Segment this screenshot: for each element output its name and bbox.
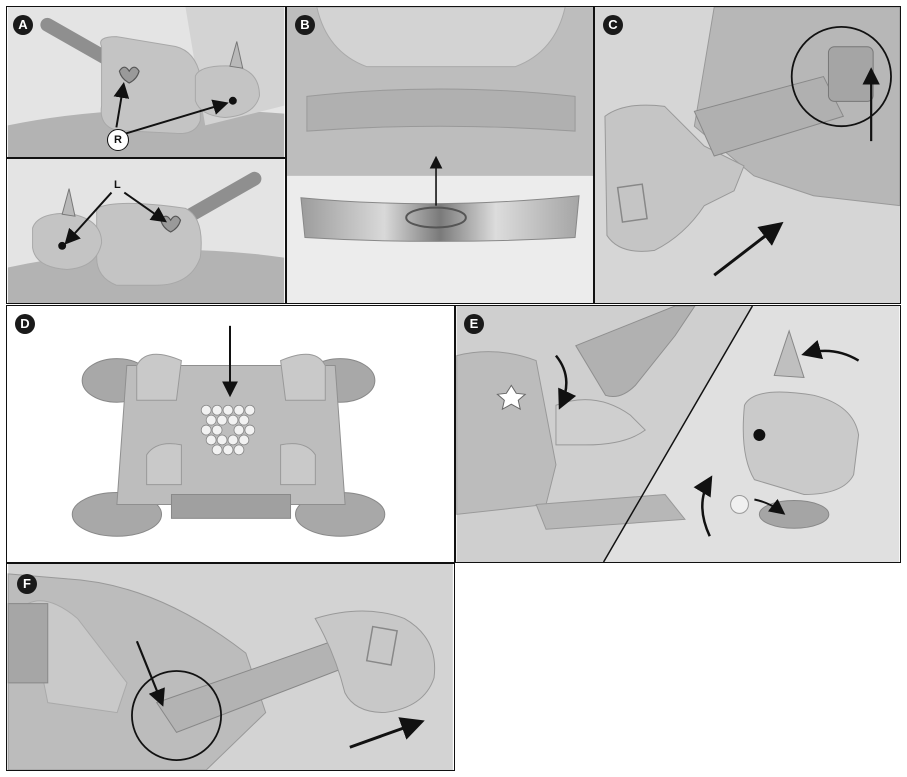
panel-f: F — [6, 563, 455, 771]
panel-a-badge: A — [13, 15, 33, 35]
panel-d-badge: D — [15, 314, 35, 334]
panel-b: B — [286, 6, 594, 304]
panel-f-illustration — [7, 564, 453, 770]
panel-d: D — [6, 305, 455, 563]
panel-e: E — [455, 305, 901, 563]
panel-d-illustration — [7, 306, 454, 562]
panel-a-arrows — [113, 82, 229, 135]
panel-c: C — [594, 6, 901, 304]
panel-a2-illustration — [7, 159, 285, 303]
panel-c-badge: C — [603, 15, 623, 35]
panel-b-badge: B — [295, 15, 315, 35]
panel-e-illustration — [456, 306, 900, 562]
panel-a-bottom: L — [6, 158, 286, 304]
panel-a-top: A R — [6, 6, 286, 158]
panel-a-illustration — [7, 7, 285, 157]
panel-b-illustration — [287, 7, 593, 303]
panel-a-callout-r: R — [107, 129, 129, 151]
panel-e-badge: E — [464, 314, 484, 334]
panel-f-badge: F — [17, 574, 37, 594]
panel-a2-arrows — [64, 191, 167, 245]
panel-a2-callout-l: L — [114, 179, 121, 191]
panel-c-illustration — [595, 7, 900, 303]
